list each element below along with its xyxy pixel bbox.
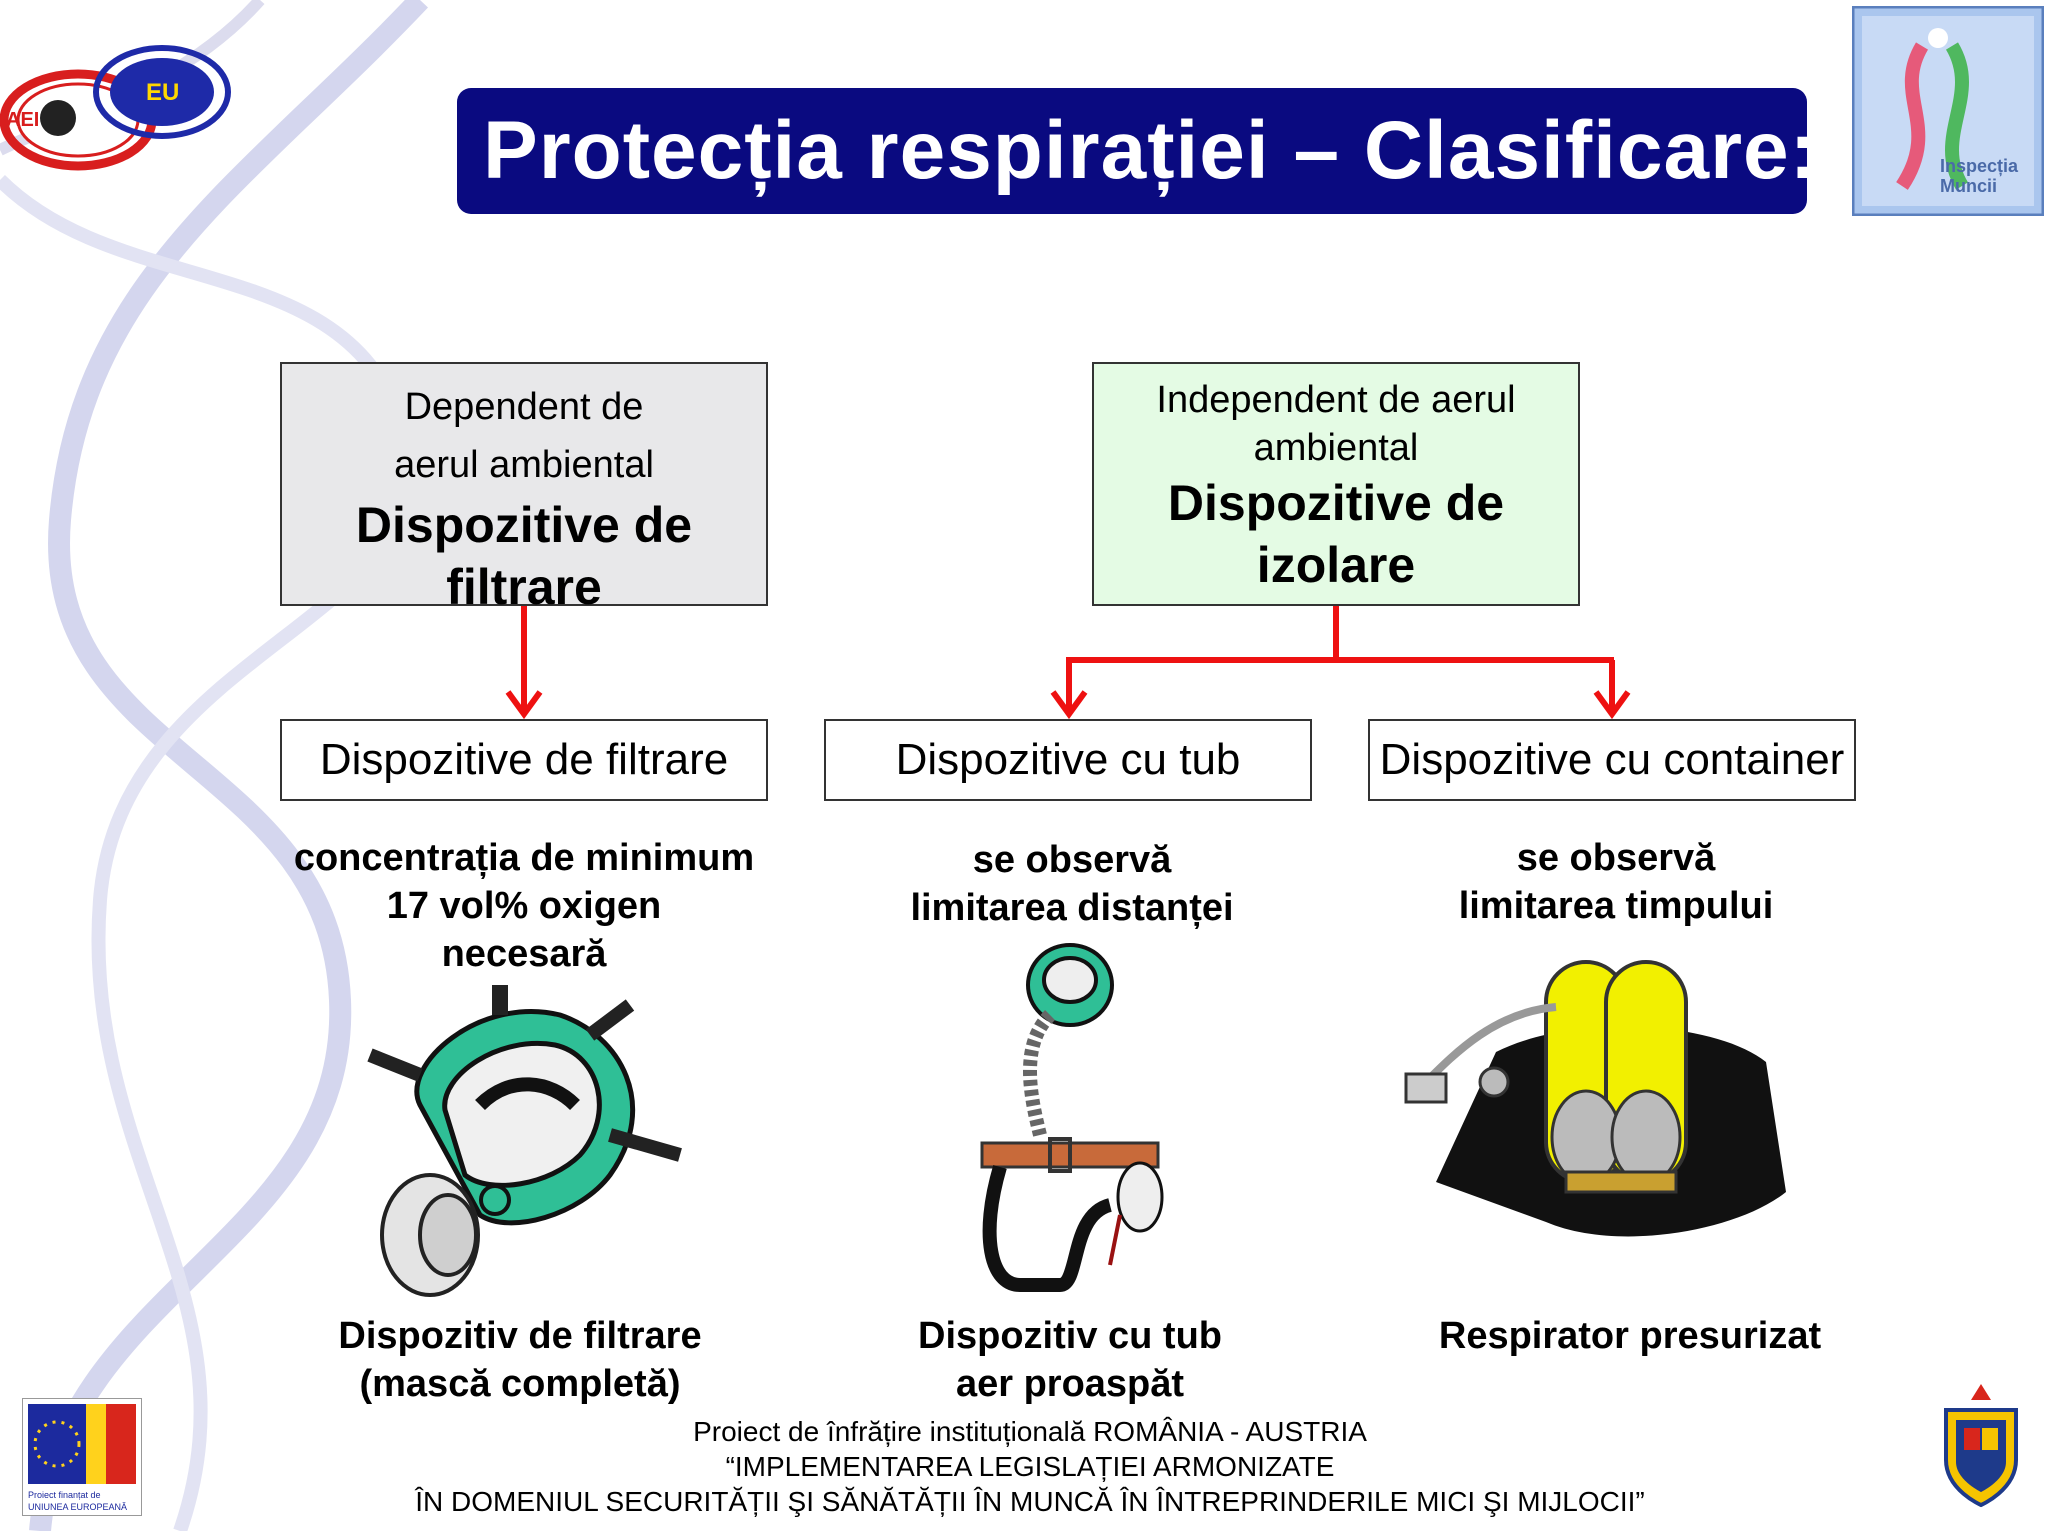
isolation-box-title1: Dispozitive de (1167, 475, 1505, 531)
page-title: Protecția respirației – Clasificare: (483, 105, 1818, 196)
footer-line3: ÎN DOMENIUL SECURITĂȚII ŞI SĂNĂTĂȚII ÎN … (415, 1486, 1645, 1517)
tube-caption-line1: Dispozitiv cu tub (918, 1315, 1222, 1357)
respirator-caption-line1: Respirator presurizat (1438, 1315, 1822, 1357)
aei-eu-logo: AEI EU (0, 45, 231, 171)
isolation-box-title2: izolare (1256, 537, 1416, 593)
eu-funded-line1: Proiect finanțat de (28, 1490, 101, 1500)
romania-coat-of-arms (1944, 1384, 2018, 1508)
container-devices-box: Dispozitive cu container (1368, 719, 1856, 801)
tube-caption: Dispozitiv cu tub aer proaspăt (790, 1312, 1350, 1408)
tube-devices-box: Dispozitive cu tub (824, 719, 1312, 801)
container-note-line2: limitarea timpului (1458, 885, 1774, 927)
pressurized-respirator-image (1404, 960, 1786, 1237)
eu-funded-logo: Proiect finanțat de UNIUNEA EUROPEANĂ (22, 1398, 142, 1516)
filter-note-line3: necesară (441, 933, 607, 975)
isolation-box-line2: ambiental (1253, 427, 1419, 469)
filter-note-line2: 17 vol% oxigen (386, 885, 662, 927)
filter-caption: Dispozitiv de filtrare (mască completă) (240, 1312, 800, 1408)
filter-category-box: Dependent de aerul ambiental Dispozitive… (280, 362, 768, 615)
container-note-line1: se observă (1516, 837, 1716, 879)
tube-note-line2: limitarea distanței (910, 887, 1234, 929)
title-bar: Protecția respirației – Clasificare: (457, 88, 1817, 214)
filter-box-title2: filtrare (446, 559, 602, 615)
filter-box-line1: Dependent de (404, 386, 644, 428)
inspectia-muncii-logo: Inspecția Muncii (1852, 6, 2044, 216)
muncii-text: Muncii (1940, 176, 1997, 196)
filter-note: concentrația de minimum 17 vol% oxigen n… (244, 834, 804, 978)
eu-funded-line2: UNIUNEA EUROPEANĂ (28, 1502, 127, 1512)
inspectia-text: Inspecția (1940, 156, 2019, 176)
aei-text: AEI (6, 109, 39, 131)
isolation-box-line1: Independent de aerul (1156, 379, 1516, 421)
tube-note: se observă limitarea distanței (792, 836, 1352, 932)
footer-line2: “IMPLEMENTAREA LEGISLAȚIEI ARMONIZATE (725, 1451, 1335, 1482)
eu-text: EU (146, 79, 179, 106)
filter-box-title1: Dispozitive de (355, 497, 693, 553)
tube-note-line1: se observă (972, 839, 1172, 881)
tube-caption-line2: aer proaspăt (955, 1363, 1185, 1405)
footer: Proiect de înfrățire instituțională ROMÂ… (300, 1414, 1760, 1519)
filter-caption-line2: (mască completă) (359, 1363, 681, 1405)
full-face-mask-image (367, 985, 682, 1297)
filter-caption-line1: Dispozitiv de filtrare (338, 1315, 702, 1357)
footer-line1: Proiect de înfrățire instituțională ROMÂ… (693, 1416, 1367, 1447)
filter-note-line1: concentrația de minimum (293, 837, 755, 879)
filter-devices-box: Dispozitive de filtrare (280, 719, 768, 801)
isolation-category-box: Independent de aerul ambiental Dispoziti… (1092, 362, 1580, 606)
respirator-caption: Respirator presurizat (1350, 1312, 1910, 1360)
container-note: se observă limitarea timpului (1336, 834, 1896, 930)
filter-box-line2: aerul ambiental (394, 444, 654, 486)
fresh-air-tube-image (980, 943, 1164, 1292)
